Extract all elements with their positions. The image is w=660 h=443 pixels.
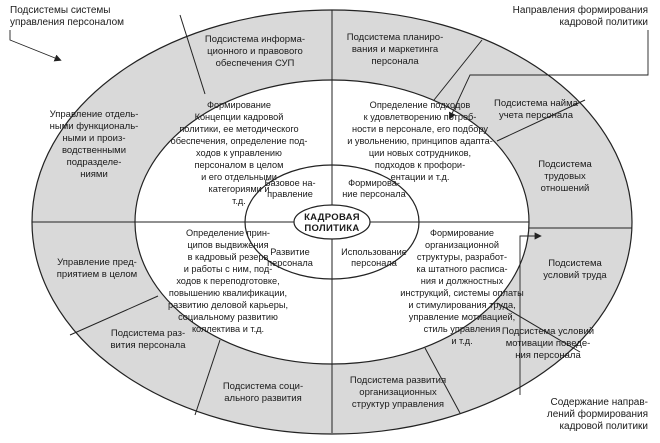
outer-segment-9: Подсистема раз-вития персонала bbox=[110, 328, 186, 351]
core-ellipse bbox=[293, 204, 371, 240]
outer-segment-10: Управление пред-приятием в целом bbox=[57, 257, 137, 280]
inner-basic-direction: Базовое на-правление bbox=[264, 178, 315, 199]
inner-personnel-formation: Формирова-ние персонала bbox=[342, 178, 406, 199]
outer-divider bbox=[194, 339, 221, 416]
callout-line-top-right bbox=[449, 30, 649, 120]
outer-divider bbox=[433, 39, 483, 101]
outer-segment-8: Подсистема соци-ального развития bbox=[223, 381, 303, 404]
outer-divider bbox=[496, 302, 581, 353]
callout-line-top-left bbox=[9, 30, 62, 62]
outer-divider bbox=[179, 14, 206, 95]
callout-line-bottom-right bbox=[519, 232, 542, 395]
outer-divider bbox=[424, 347, 461, 414]
outer-divider bbox=[69, 295, 159, 336]
outer-segment-11: Управление отдель-ными функциональ-ными … bbox=[50, 109, 139, 180]
outer-divider bbox=[496, 99, 586, 142]
